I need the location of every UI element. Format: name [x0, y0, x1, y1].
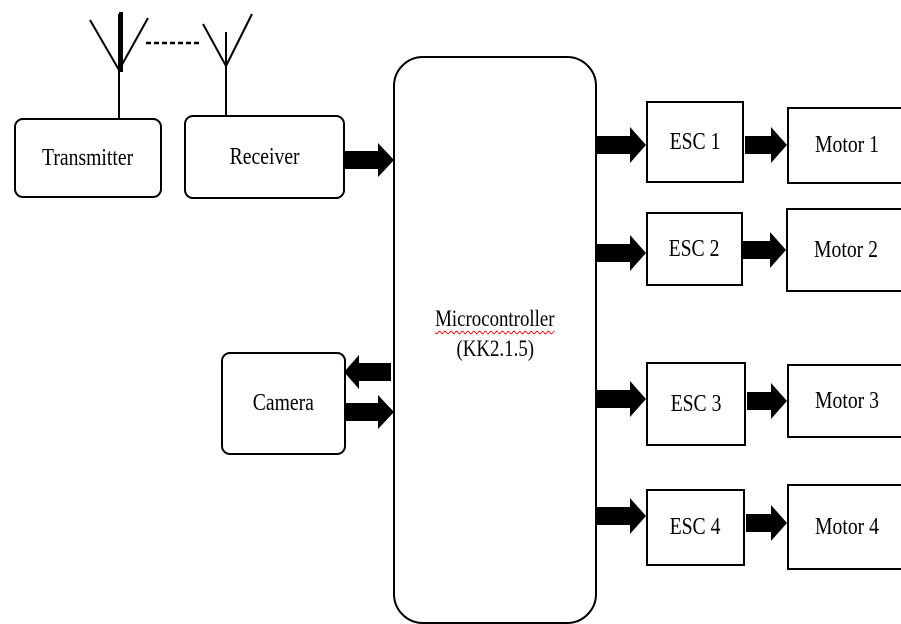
esc2-block: ESC 2	[646, 212, 743, 286]
motor3-label: Motor 3	[815, 387, 879, 414]
arrow-camera-to-mcu	[345, 395, 394, 429]
camera-label: Camera	[252, 390, 315, 416]
arrow-mcu-to-camera	[344, 355, 391, 389]
esc3-label: ESC 3	[670, 390, 722, 417]
transmitter-block: Transmitter	[14, 118, 162, 198]
esc2-label: ESC 2	[669, 235, 720, 262]
esc4-block: ESC 4	[646, 489, 745, 566]
microcontroller-block	[393, 56, 597, 624]
arrow-esc4-to-motor4	[746, 505, 787, 541]
arrow-mcu-to-esc4	[597, 498, 646, 534]
microcontroller-name: Microcontroller	[435, 306, 555, 331]
motor2-block: Motor 2	[786, 208, 901, 292]
camera-block: Camera	[221, 352, 346, 455]
motor4-label: Motor 4	[815, 513, 879, 540]
esc4-label: ESC 4	[670, 514, 721, 540]
arrow-mcu-to-esc2	[597, 235, 646, 271]
motor2-label: Motor 2	[814, 236, 878, 263]
esc3-block: ESC 3	[646, 362, 746, 446]
transmitter-label: Transmitter	[42, 144, 134, 171]
motor1-label: Motor 1	[815, 132, 879, 158]
receiver-antenna-icon	[202, 13, 253, 118]
arrow-esc2-to-motor2	[743, 232, 786, 268]
microcontroller-model: (KK2.1.5)	[456, 336, 534, 361]
arrow-mcu-to-esc1	[597, 127, 646, 163]
esc1-block: ESC 1	[646, 101, 744, 183]
microcontroller-label-group: Microcontroller (KK2.1.5)	[393, 304, 597, 364]
motor4-block: Motor 4	[787, 484, 901, 570]
receiver-block: Receiver	[184, 115, 345, 199]
arrow-esc1-to-motor1	[745, 127, 787, 163]
arrow-esc3-to-motor3	[747, 383, 787, 419]
motor3-block: Motor 3	[787, 364, 901, 438]
arrow-receiver-to-mcu	[345, 143, 394, 177]
receiver-label: Receiver	[229, 143, 300, 170]
transmitter-antenna-icon	[89, 12, 149, 120]
esc1-label: ESC 1	[669, 128, 721, 155]
arrow-mcu-to-esc3	[597, 381, 646, 417]
motor1-block: Motor 1	[787, 107, 901, 184]
